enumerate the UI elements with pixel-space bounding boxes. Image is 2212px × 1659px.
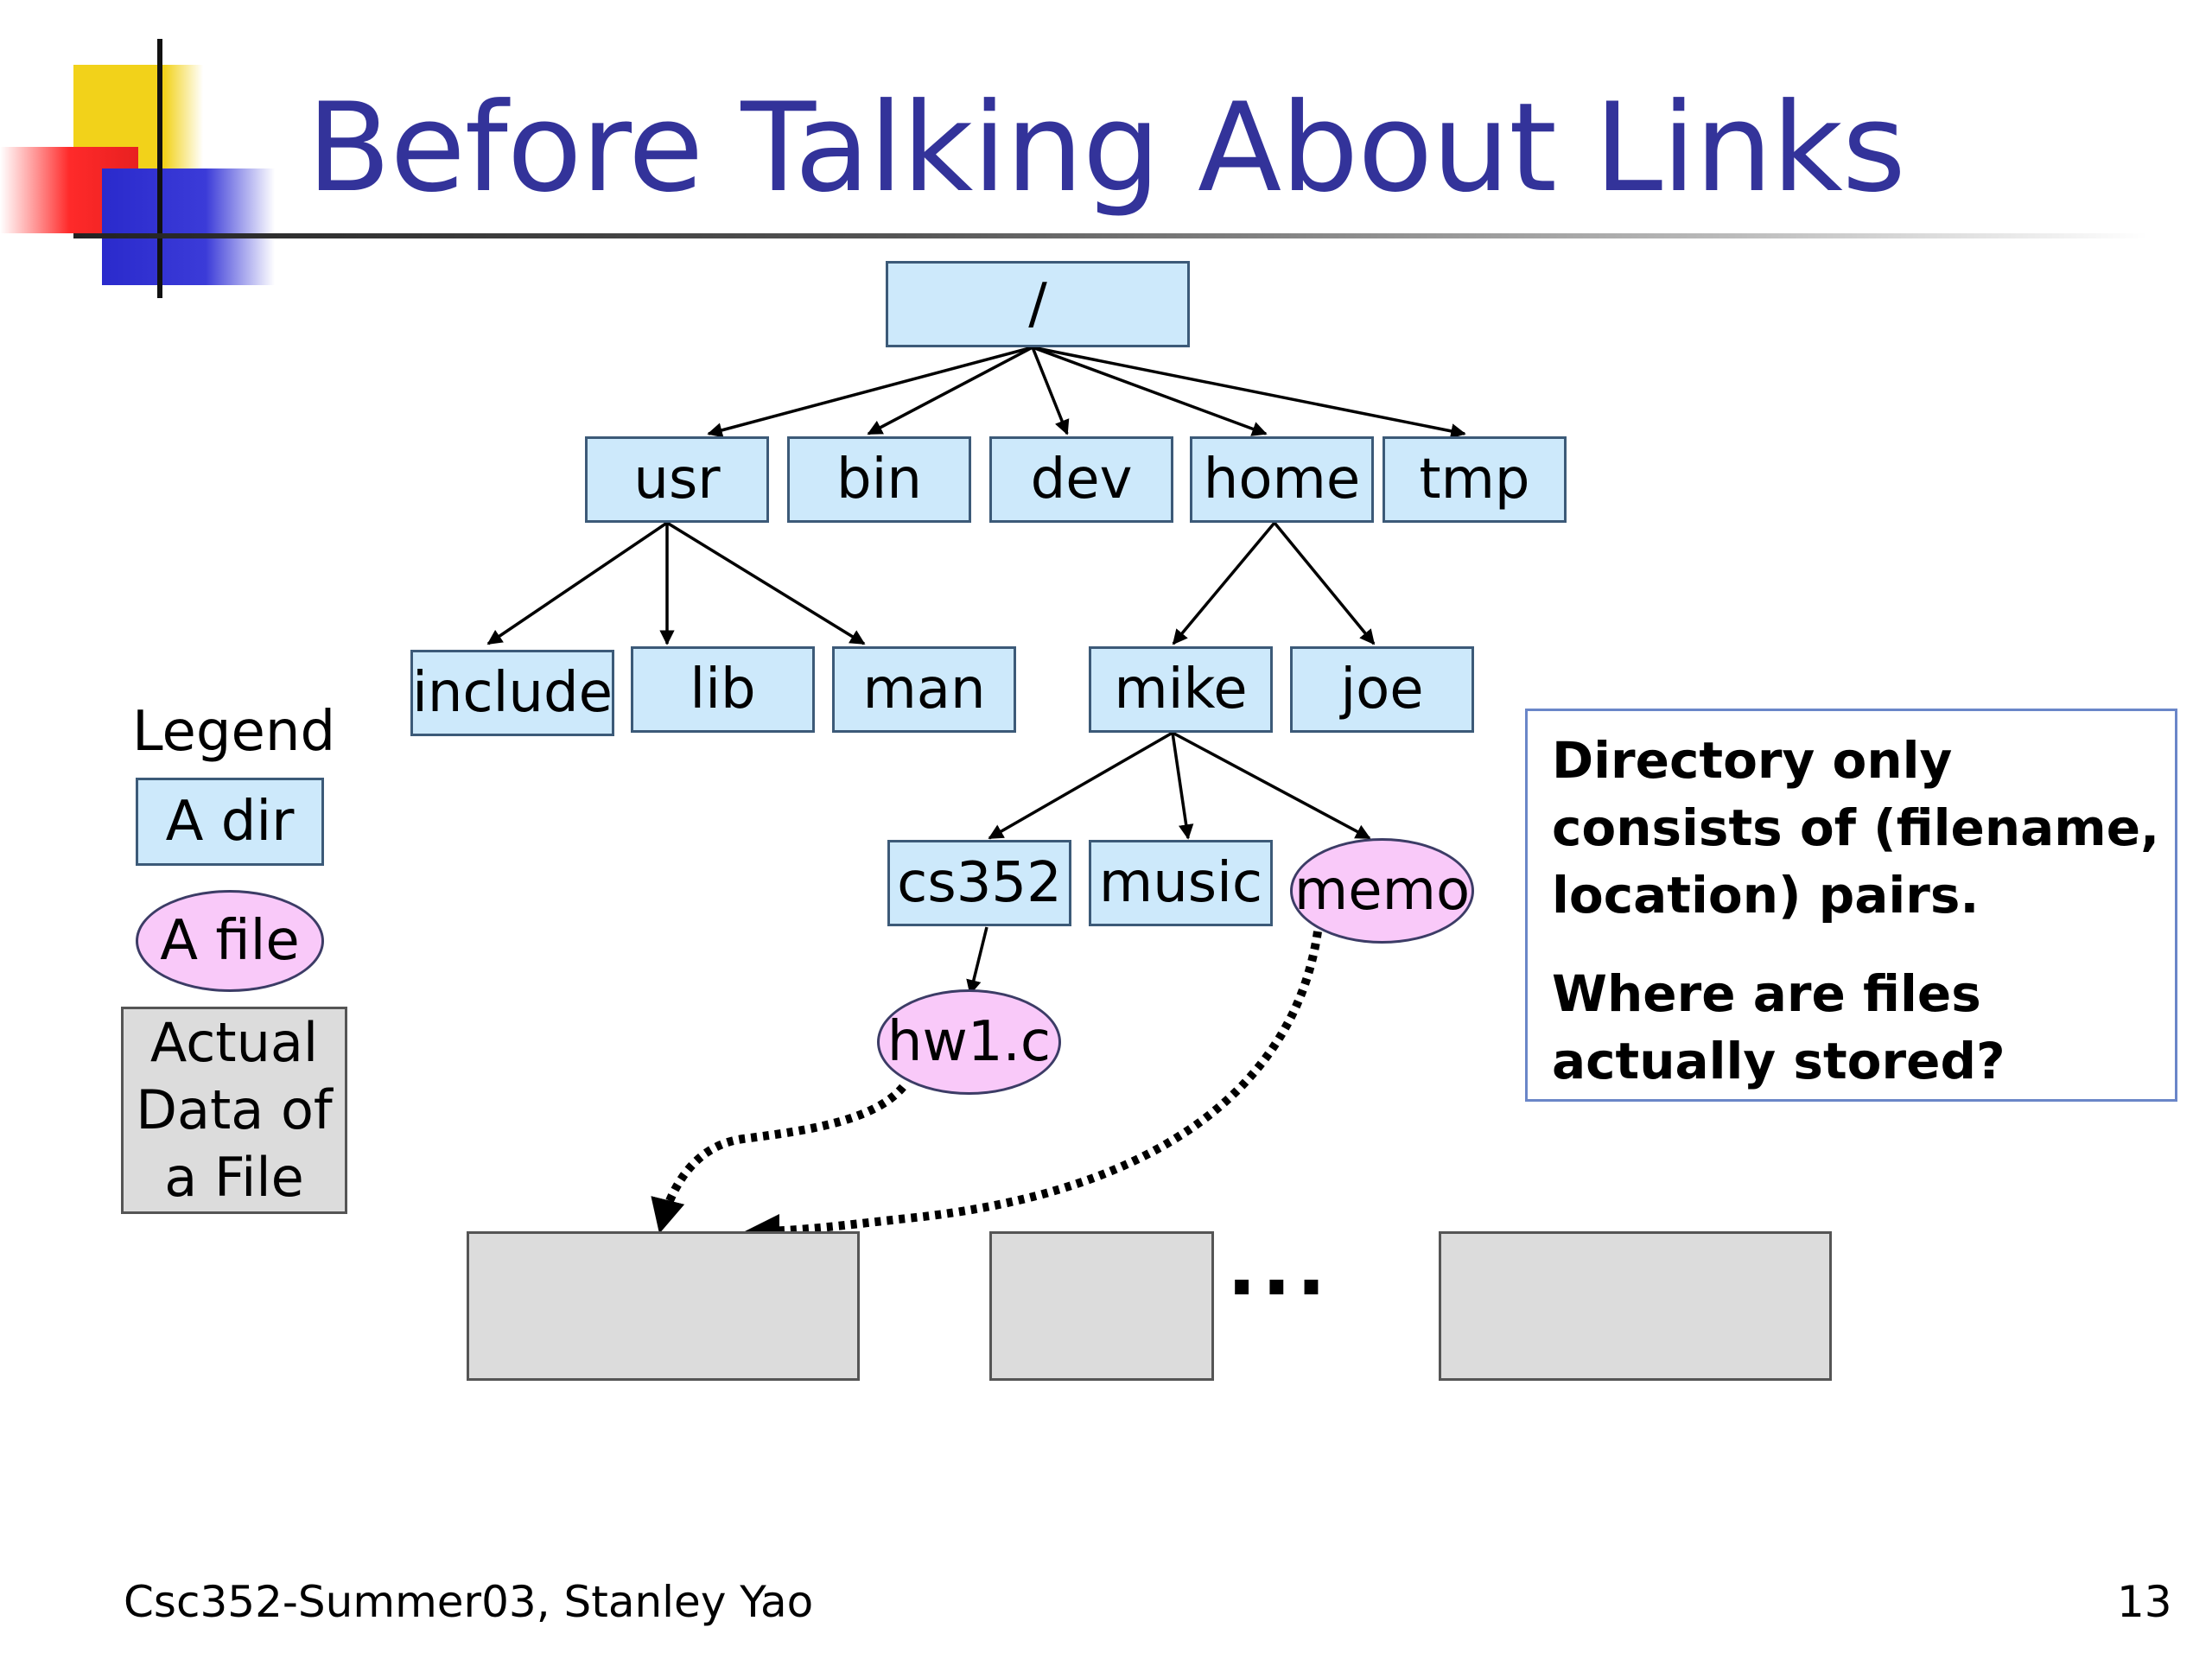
edge-root-dev xyxy=(1031,346,1070,435)
legend-data-line-3: a File xyxy=(164,1146,304,1209)
note-line-2: consists of (filename, xyxy=(1552,798,2160,857)
dir-lib[interactable]: lib xyxy=(631,646,815,733)
note-paragraph-2: Where are files actually stored? xyxy=(1552,960,2175,1095)
file-hw1c[interactable]: hw1.c xyxy=(877,989,1061,1095)
note-line-4: Where are files xyxy=(1552,964,1981,1023)
slide-title: Before Talking About Links xyxy=(307,77,1906,219)
dir-man[interactable]: man xyxy=(832,646,1016,733)
note-line-5: actually stored? xyxy=(1552,1032,2005,1090)
edge-usr-include xyxy=(486,521,668,645)
data-blocks-ellipsis: ... xyxy=(1227,1223,1332,1313)
edge-root-usr xyxy=(707,346,1033,438)
dir-cs352[interactable]: cs352 xyxy=(887,840,1071,926)
corner-decoration xyxy=(0,35,285,302)
note-line-3: location) pairs. xyxy=(1552,866,1980,925)
edge-home-mike xyxy=(1172,521,1276,645)
edge-cs352-hw1c xyxy=(966,926,988,995)
edge-root-home xyxy=(1032,346,1268,436)
corner-decoration-graphic xyxy=(0,39,275,298)
data-block-3 xyxy=(1439,1231,1832,1381)
edge-mike-cs352 xyxy=(988,731,1173,840)
dir-usr[interactable]: usr xyxy=(585,436,769,523)
pointer-memo-to-block xyxy=(745,931,1322,1249)
dir-home[interactable]: home xyxy=(1190,436,1374,523)
dir-root[interactable]: / xyxy=(886,261,1190,347)
file-memo[interactable]: memo xyxy=(1290,838,1474,944)
dir-tmp[interactable]: tmp xyxy=(1382,436,1567,523)
dir-bin[interactable]: bin xyxy=(787,436,971,523)
edge-mike-memo xyxy=(1172,731,1371,840)
dir-music[interactable]: music xyxy=(1089,840,1273,926)
dir-include[interactable]: include xyxy=(410,650,614,736)
legend-data-label: Actual Data of a File xyxy=(136,1009,333,1211)
data-block-1 xyxy=(467,1231,860,1381)
legend-data-line-2: Data of xyxy=(136,1078,333,1141)
data-block-2 xyxy=(989,1231,1214,1381)
edge-root-bin xyxy=(867,346,1033,435)
note-paragraph-1: Directory only consists of (filename, lo… xyxy=(1552,727,2175,929)
dir-dev[interactable]: dev xyxy=(989,436,1173,523)
footer-course: Csc352-Summer03, Stanley Yao xyxy=(124,1577,814,1627)
note-line-1: Directory only xyxy=(1552,731,1953,790)
legend-file: A file xyxy=(136,890,324,992)
edge-home-joe xyxy=(1273,521,1376,645)
legend-data: Actual Data of a File xyxy=(121,1007,347,1214)
edge-usr-man xyxy=(666,521,866,645)
legend-data-line-1: Actual xyxy=(149,1011,319,1074)
edge-root-tmp xyxy=(1032,346,1466,439)
edge-mike-music xyxy=(1171,732,1194,840)
note-box: Directory only consists of (filename, lo… xyxy=(1525,709,2177,1102)
legend-title: Legend xyxy=(132,700,336,764)
page-number: 13 xyxy=(2117,1577,2172,1627)
dir-joe[interactable]: joe xyxy=(1290,646,1474,733)
pointer-hw1c-to-block xyxy=(651,1084,906,1234)
dir-mike[interactable]: mike xyxy=(1089,646,1273,733)
legend-dir: A dir xyxy=(136,778,324,866)
title-underline xyxy=(73,233,2147,238)
